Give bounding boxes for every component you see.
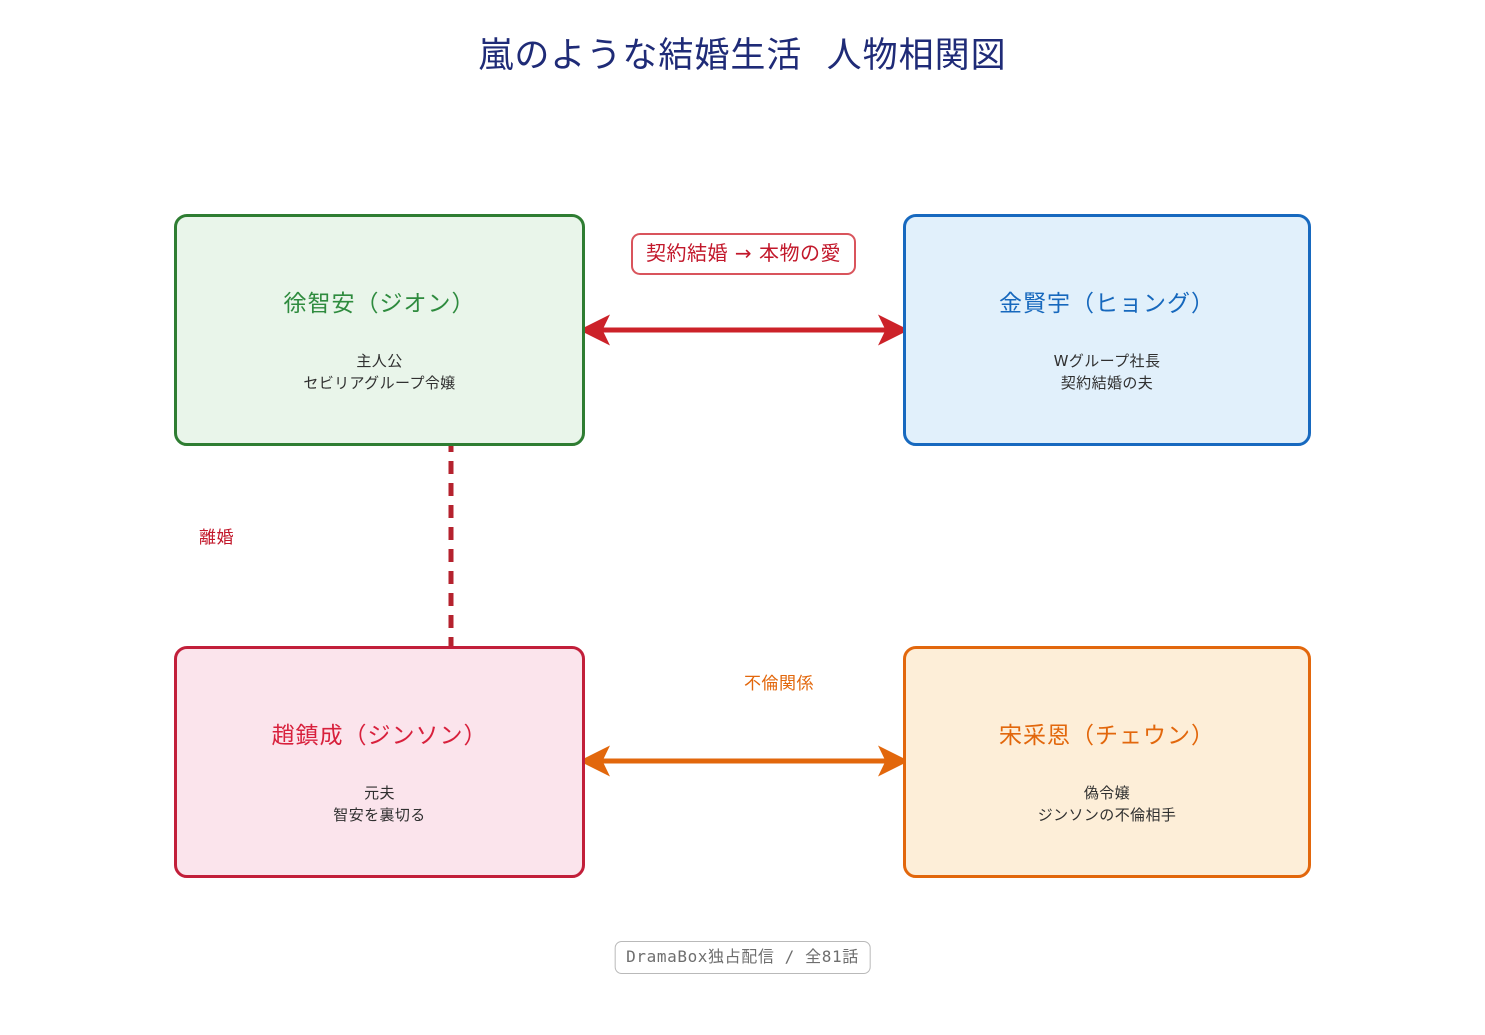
person-desc-jinson: 元夫 智安を裏切る bbox=[333, 784, 426, 824]
person-desc-hyung: Wグループ社長 契約結婚の夫 bbox=[1053, 352, 1161, 392]
edge-label-contract-love: 契約結婚 → 本物の愛 bbox=[631, 233, 856, 275]
page-title: 嵐のような結婚生活 人物相関図 bbox=[478, 36, 1007, 76]
footer-badge: DramaBox独占配信 / 全81話 bbox=[614, 941, 871, 974]
person-desc-jion: 主人公 セビリアグループ令嬢 bbox=[303, 352, 456, 392]
person-card-jinson[interactable]: 趙鎮成（ジンソン） 元夫 智安を裏切る bbox=[174, 646, 585, 878]
person-card-jion[interactable]: 徐智安（ジオン） 主人公 セビリアグループ令嬢 bbox=[174, 214, 585, 446]
edge-label-affair: 不倫関係 bbox=[744, 674, 814, 694]
person-name-jinson: 趙鎮成（ジンソン） bbox=[271, 723, 488, 749]
person-card-chaeun[interactable]: 宋采恩（チェウン） 偽令嬢 ジンソンの不倫相手 bbox=[903, 646, 1311, 878]
person-card-hyung[interactable]: 金賢宇（ヒョング） Wグループ社長 契約結婚の夫 bbox=[903, 214, 1311, 446]
person-name-hyung: 金賢宇（ヒョング） bbox=[999, 291, 1215, 317]
person-name-jion: 徐智安（ジオン） bbox=[283, 291, 476, 317]
person-name-chaeun: 宋采恩（チェウン） bbox=[999, 723, 1215, 749]
person-desc-chaeun: 偽令嬢 ジンソンの不倫相手 bbox=[1037, 784, 1177, 824]
edge-label-divorce: 離婚 bbox=[199, 528, 234, 548]
